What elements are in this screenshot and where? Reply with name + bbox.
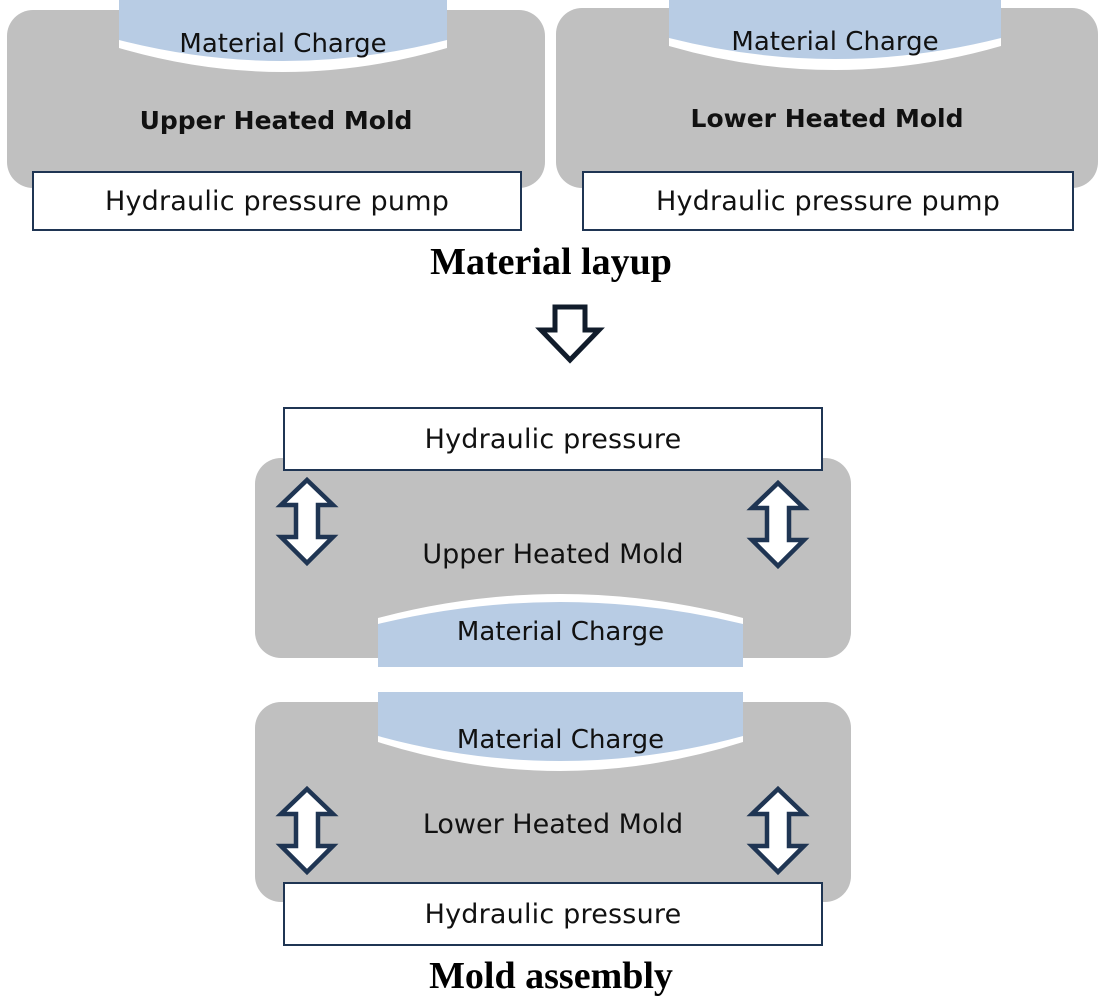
- mold-assembly-caption: Mold assembly: [429, 955, 673, 997]
- hydraulic-pressure-box-top: Hydraulic pressure: [283, 407, 823, 471]
- lower-heated-mold-label-assembly: Lower Heated Mold: [422, 808, 684, 840]
- material-charge-label-upper: Material Charge: [456, 617, 665, 647]
- hydraulic-pressure-pump-box-left: Hydraulic pressure pump: [32, 171, 522, 231]
- material-charge-shape-right: [669, 0, 1001, 70]
- down-arrow-icon: [535, 304, 605, 364]
- hydraulic-pressure-pump-box-right: Hydraulic pressure pump: [582, 171, 1074, 231]
- material-charge-shape-lower: [378, 692, 743, 771]
- material-charge-shape-left: [119, 0, 447, 72]
- material-charge-label-right: Material Charge: [731, 27, 939, 57]
- upper-heated-mold-label-assembly: Upper Heated Mold: [422, 538, 684, 570]
- upper-heated-mold-label: Upper Heated Mold: [139, 105, 413, 135]
- material-layup-caption: Material layup: [430, 241, 672, 283]
- lower-heated-mold-label: Lower Heated Mold: [690, 103, 964, 133]
- hydraulic-pressure-box-bottom: Hydraulic pressure: [283, 882, 823, 946]
- double-vertical-arrow-icon: [746, 479, 810, 570]
- double-vertical-arrow-icon: [275, 785, 339, 876]
- double-vertical-arrow-icon: [275, 476, 339, 567]
- material-charge-shape-upper: [378, 594, 743, 667]
- material-charge-label-left: Material Charge: [179, 29, 387, 59]
- material-charge-label-lower: Material Charge: [456, 725, 665, 755]
- double-vertical-arrow-icon: [746, 785, 810, 876]
